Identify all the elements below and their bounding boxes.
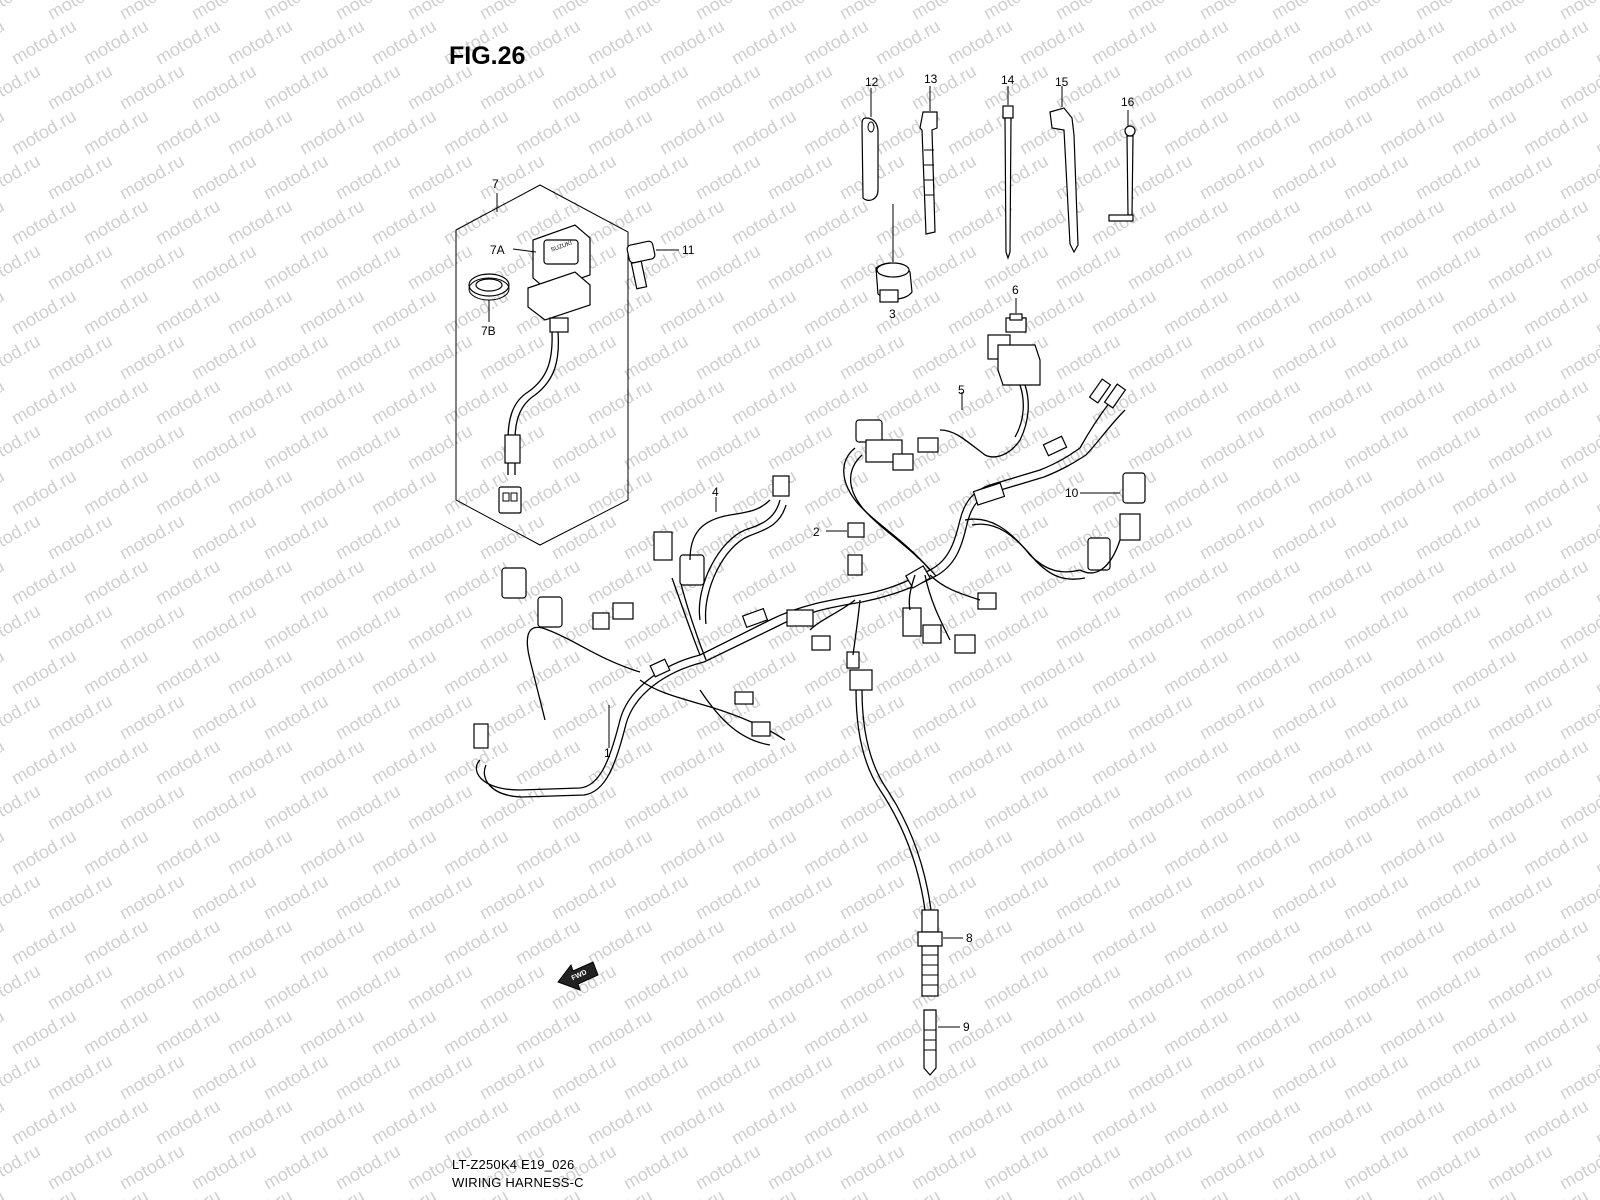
callout-12: 12 — [865, 75, 879, 89]
ignition-switch-body: SUZUKI — [498, 224, 591, 514]
callout-3: 3 — [889, 307, 896, 321]
clamp-3 — [875, 204, 913, 303]
callout-10: 10 — [1065, 486, 1079, 500]
callout-2: 2 — [813, 525, 820, 539]
connector-2 — [826, 522, 865, 538]
callout-6: 6 — [1012, 283, 1019, 297]
callout-labels: 1 2 3 4 5 6 7 7A 7B 8 9 10 11 12 13 14 1… — [481, 72, 1135, 1034]
callout-15: 15 — [1055, 75, 1069, 89]
protector-9 — [923, 1009, 960, 1076]
ignition-switch-assembly: SUZUKI — [455, 184, 629, 546]
callout-9: 9 — [963, 1020, 970, 1034]
callout-16: 16 — [1121, 95, 1135, 109]
clamp-12 — [861, 88, 879, 201]
callout-7a: 7A — [490, 243, 505, 257]
leader-lines — [608, 492, 1120, 748]
callout-8: 8 — [966, 931, 973, 945]
main-wiring-harness — [473, 378, 1146, 798]
callout-14: 14 — [1001, 73, 1015, 87]
figure-name: WIRING HARNESS-C — [452, 1175, 584, 1190]
clamp-15 — [1049, 86, 1079, 254]
lock-ring-7b — [468, 273, 510, 301]
forward-direction-arrow: FWD — [557, 961, 599, 991]
figure-title: FIG.26 — [449, 42, 526, 70]
sub-harness-4 — [689, 497, 771, 561]
ignition-key — [626, 240, 679, 290]
clamp-16 — [1108, 110, 1136, 222]
callout-4: 4 — [712, 485, 719, 499]
kit-outline-box — [455, 184, 629, 546]
callout-13: 13 — [924, 72, 938, 86]
sensor-lead-8 — [855, 689, 963, 997]
fuse-6 — [1005, 298, 1027, 333]
callout-5: 5 — [958, 383, 965, 397]
model-code: LT-Z250K4 E19_026 — [452, 1157, 575, 1172]
callout-1: 1 — [604, 746, 611, 760]
callout-11: 11 — [682, 243, 695, 257]
callout-7: 7 — [492, 177, 499, 191]
fuse-holder-5 — [939, 317, 1041, 458]
callout-7b: 7B — [481, 324, 496, 338]
clamp-14 — [1002, 86, 1014, 260]
clamp-13 — [919, 86, 938, 235]
